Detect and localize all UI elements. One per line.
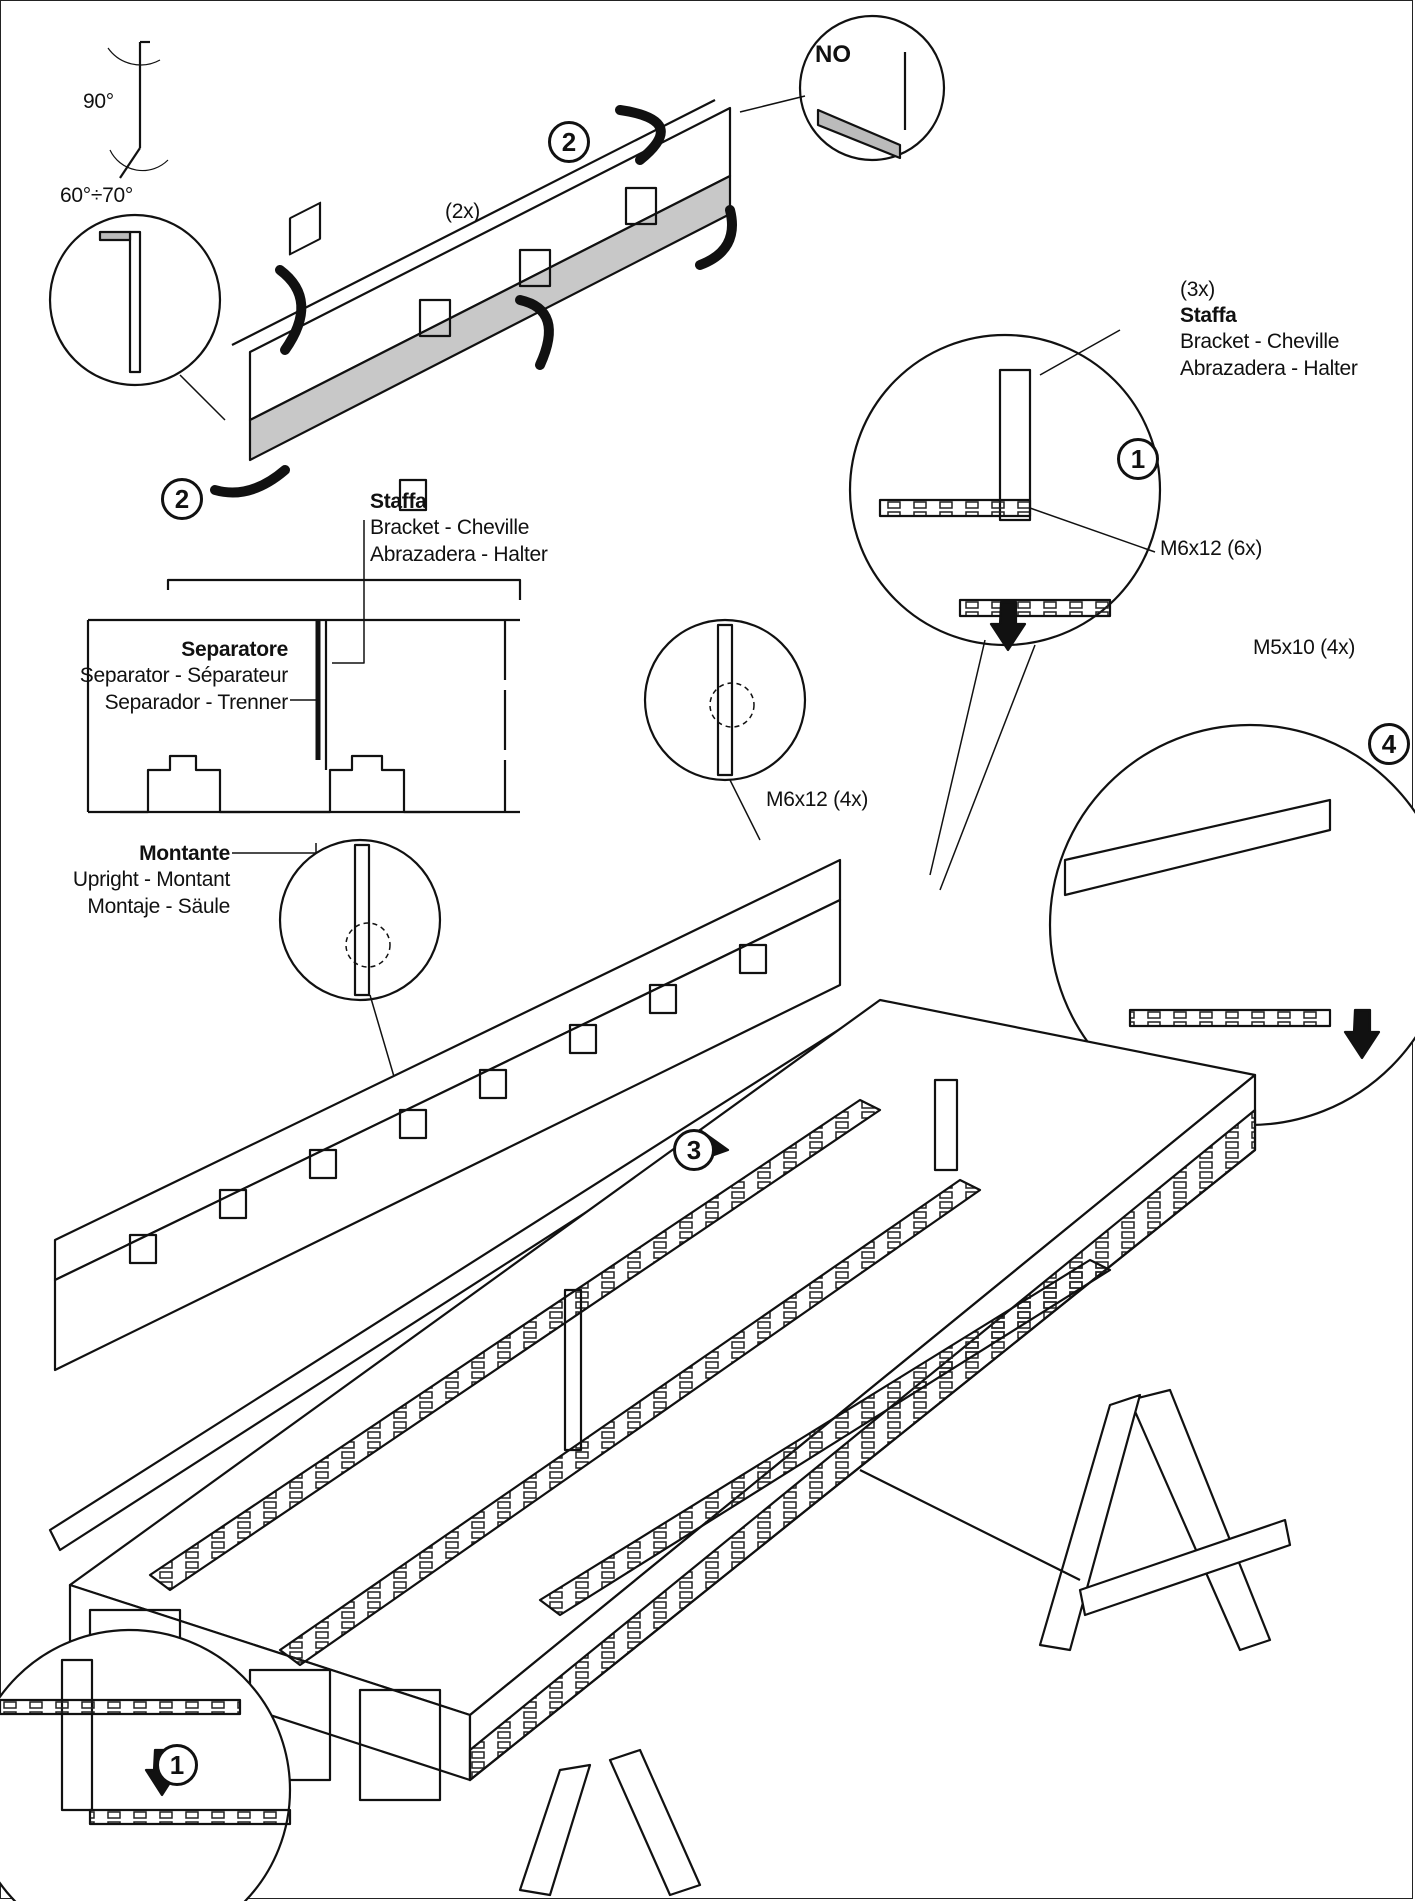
upright-line2: Montaje - Säule <box>87 895 230 918</box>
section-detail <box>86 520 522 854</box>
separator-line1: Separator - Séparateur <box>79 664 289 687</box>
bracket-mid-line2: Abrazadera - Halter <box>370 543 548 566</box>
bracket-top-line1: Bracket - Cheville <box>1180 330 1340 353</box>
screw-m6x12-6x: M6x12 (6x) <box>1160 537 1263 560</box>
top-rail <box>53 858 959 1452</box>
upright-name: Montante <box>139 842 230 865</box>
bracket-mid-line1: Bracket - Cheville <box>370 516 530 539</box>
bracket-top-line2: Abrazadera - Halter <box>1180 357 1358 380</box>
step-2-left: 2 <box>161 478 203 520</box>
detail-circle-left <box>48 213 226 421</box>
step-1-top: 1 <box>1117 438 1159 480</box>
step-4: 4 <box>1368 723 1410 765</box>
bracket-top-qty: (3x) <box>1180 278 1215 301</box>
detail-circle-right-top <box>848 329 1162 891</box>
rotation-arrows <box>210 105 737 498</box>
step-3: 3 <box>673 1129 715 1171</box>
step-2-top: 2 <box>548 121 590 163</box>
angle-60-70-label: 60°÷70° <box>60 184 133 207</box>
sawhorses <box>518 1388 1292 1897</box>
detail-circle-left-middle <box>278 838 442 1081</box>
detail-circle-bottom-left <box>0 1628 292 1901</box>
no-callout-label: NO <box>815 41 851 68</box>
bracket-mid-name: Staffa <box>370 490 427 513</box>
angle-diagram <box>107 40 169 179</box>
no-callout <box>739 14 946 162</box>
separator-name: Separatore <box>181 638 288 661</box>
cabinet-frame <box>48 998 1257 1802</box>
step-1-bottom: 1 <box>156 1744 198 1786</box>
bracket-top-name: Staffa <box>1180 304 1237 327</box>
screw-m6x12-4x: M6x12 (4x) <box>766 788 869 811</box>
screw-m5x10-4x: M5x10 (4x) <box>1253 636 1356 659</box>
separator-panel-qty: (2x) <box>445 200 480 223</box>
angle-90-label: 90° <box>83 90 114 113</box>
separator-line2: Separador - Trenner <box>104 691 289 714</box>
separator-panel-top <box>231 99 732 512</box>
detail-circle-middle <box>643 618 807 841</box>
upright-line1: Upright - Montant <box>72 868 230 891</box>
